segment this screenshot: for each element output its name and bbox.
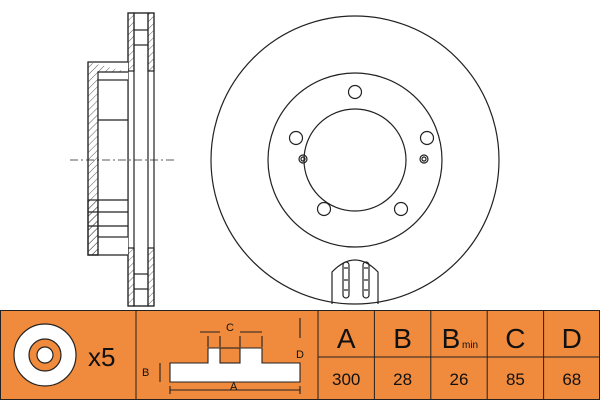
dimension-schematic [159, 318, 301, 394]
spec-value-c: 85 [506, 370, 525, 389]
spec-header-bmin: B [442, 323, 461, 354]
spec-header-a: A [337, 323, 356, 354]
spec-header-b: B [393, 323, 412, 354]
disc-face-view [210, 15, 500, 305]
bolt-count-label: x5 [88, 342, 115, 372]
disc-side-section-view [70, 12, 175, 307]
spec-header-subscript: min [462, 340, 478, 351]
schematic-label-a: A [230, 381, 238, 393]
spec-value-d: 68 [562, 370, 581, 389]
disc-thumbnail-icon [13, 323, 77, 387]
spec-header-c: C [505, 323, 525, 354]
spec-header-d: D [562, 323, 582, 354]
schematic-label-b: B [142, 367, 149, 379]
spec-value-a: 300 [332, 370, 360, 389]
spec-value-bmin: 26 [450, 370, 469, 389]
spec-value-b: 28 [393, 370, 412, 389]
schematic-label-d: D [296, 349, 304, 361]
schematic-label-c: C [226, 322, 234, 334]
